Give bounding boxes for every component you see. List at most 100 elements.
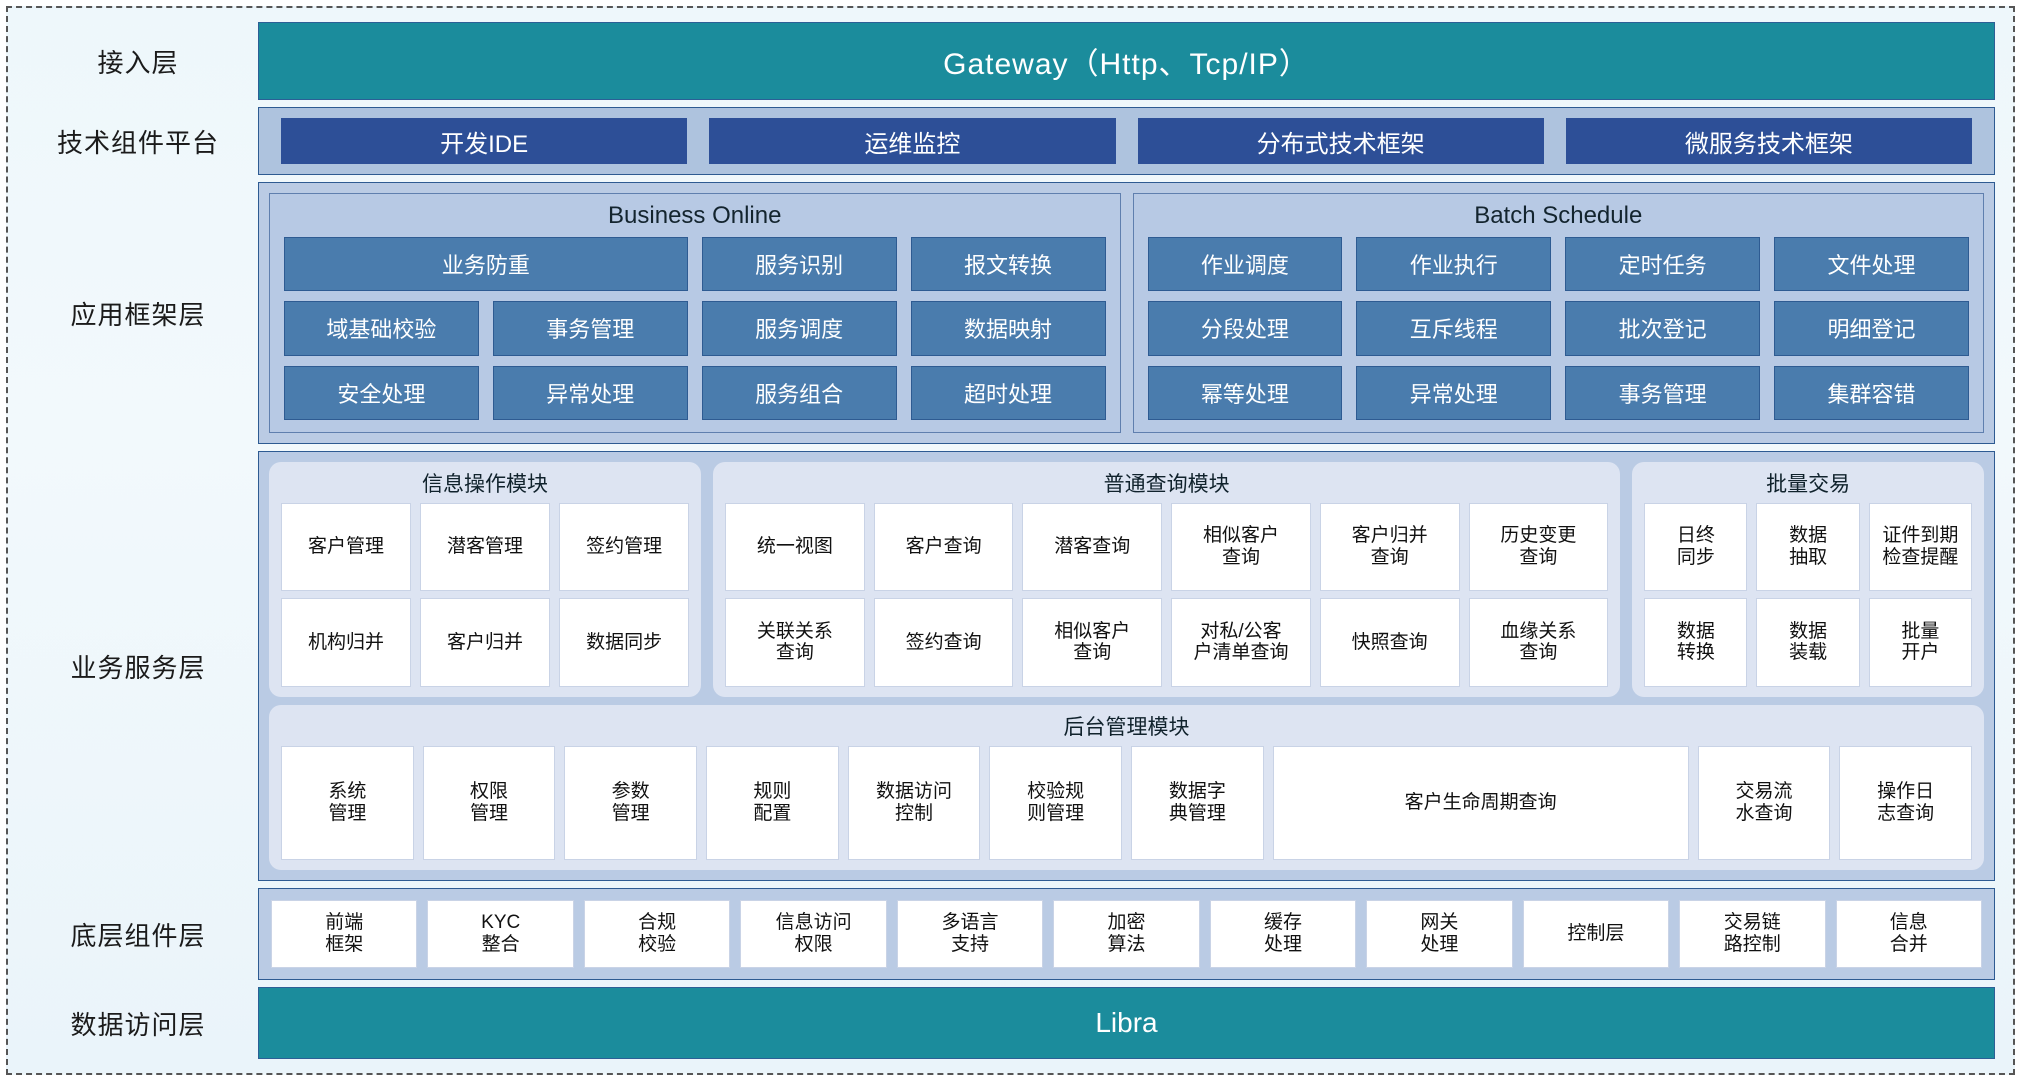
business-service-cell[interactable]: 历史变更查询: [1468, 503, 1609, 592]
app-framework-cell[interactable]: 服务调度: [701, 301, 897, 356]
app-framework-cell[interactable]: 安全处理: [284, 365, 479, 420]
app-framework-cell[interactable]: 文件处理: [1774, 237, 1969, 292]
business-service-cell[interactable]: 相似客户查询: [1171, 503, 1311, 592]
tech-platform-item-2[interactable]: 分布式技术框架: [1137, 118, 1544, 164]
backoffice-module-grid: 系统管理权限管理参数管理规则配置数据访问控制校验规则管理数据字典管理客户生命周期…: [281, 745, 1972, 860]
business-service-cell[interactable]: 对私/公客户清单查询: [1171, 598, 1311, 687]
app-framework-cell[interactable]: 服务识别: [701, 237, 897, 292]
tech-platform-bar: 开发IDE 运维监控分布式技术框架微服务技术框架: [258, 107, 1995, 175]
tech-platform-item-1[interactable]: 运维监控: [709, 118, 1116, 164]
backoffice-service-cell[interactable]: 校验规则管理: [989, 745, 1122, 860]
bottom-component-cell[interactable]: 交易链路控制: [1679, 900, 1826, 968]
app-framework-cell[interactable]: 域基础校验: [284, 301, 479, 356]
business-service-cell[interactable]: 关联关系查询: [725, 598, 865, 687]
backoffice-service-cell[interactable]: 操作日志查询: [1839, 745, 1972, 860]
business-service-cell[interactable]: 客户管理: [281, 503, 412, 592]
app-framework-cell[interactable]: 服务组合: [701, 365, 897, 420]
tech-platform-item-3[interactable]: 微服务技术框架: [1565, 118, 1972, 164]
app-framework-cell[interactable]: 幂等处理: [1147, 365, 1343, 420]
bottom-component-cell[interactable]: 前端框架: [271, 900, 418, 968]
backoffice-service-cell[interactable]: 数据访问控制: [847, 745, 981, 860]
app-framework-group-1: Batch Schedule 作业调度作业执行定时任务文件处理分段处理互斥线程批次…: [1132, 193, 1984, 433]
business-service-cell[interactable]: 血缘关系查询: [1468, 598, 1609, 687]
app-framework-cell[interactable]: 数据映射: [910, 301, 1106, 356]
business-service-cell[interactable]: 数据抽取: [1756, 503, 1860, 592]
app-framework-cell[interactable]: 事务管理: [492, 301, 688, 356]
business-service-cell[interactable]: 统一视图: [725, 503, 865, 592]
app-framework-grid: 作业调度作业执行定时任务文件处理分段处理互斥线程批次登记明细登记幂等处理异常处理…: [1147, 237, 1969, 420]
layer-label-access: 接入层: [97, 47, 179, 78]
app-framework-cell[interactable]: 超时处理: [910, 365, 1106, 420]
layer-row-tech-platform: 技术组件平台 开发IDE 运维监控分布式技术框架微服务技术框架: [18, 107, 1995, 175]
business-service-cell[interactable]: 潜客管理: [420, 503, 551, 592]
app-framework-group-title: Batch Schedule: [1474, 202, 1643, 229]
backoffice-service-cell[interactable]: 系统管理: [281, 745, 414, 860]
app-framework-cell[interactable]: 定时任务: [1565, 237, 1761, 292]
business-service-cell[interactable]: 签约管理: [559, 503, 690, 592]
app-framework-cell[interactable]: 作业执行: [1356, 237, 1552, 292]
app-framework-cell[interactable]: 分段处理: [1147, 301, 1343, 356]
app-framework-cell[interactable]: 业务防重: [284, 237, 688, 292]
layer-body-data-access: Libra: [258, 987, 1995, 1059]
backoffice-service-cell[interactable]: 权限管理: [422, 745, 556, 860]
layer-stack: 接入层 Gateway（Http、Tcp/IP） 技术组件平台 开发IDE 运维监…: [8, 8, 2013, 1073]
business-service-cell[interactable]: 客户归并查询: [1319, 503, 1460, 592]
app-framework-cell[interactable]: 事务管理: [1565, 365, 1761, 420]
app-framework-cell[interactable]: 异常处理: [1356, 365, 1552, 420]
business-service-panel: 信息操作模块客户管理潜客管理签约管理机构归并客户归并数据同步普通查询模块统一视图…: [258, 451, 1995, 881]
bottom-component-cell[interactable]: 多语言支持: [896, 900, 1044, 968]
layer-label-business-service: 业务服务层: [70, 652, 206, 683]
bottom-component-cell[interactable]: 加密算法: [1053, 900, 1200, 968]
backoffice-service-cell[interactable]: 交易流水查询: [1697, 745, 1831, 860]
app-framework-cell[interactable]: 异常处理: [492, 365, 688, 420]
business-service-cell[interactable]: 客户查询: [873, 503, 1014, 592]
backoffice-service-cell[interactable]: 数据字典管理: [1131, 745, 1264, 860]
business-service-cell[interactable]: 潜客查询: [1022, 503, 1163, 592]
backoffice-module-panel: 后台管理模块系统管理权限管理参数管理规则配置数据访问控制校验规则管理数据字典管理…: [269, 704, 1984, 870]
business-service-cell[interactable]: 签约查询: [873, 598, 1014, 687]
layer-label-data-access: 数据访问层: [70, 1009, 206, 1040]
gateway-bar[interactable]: Gateway（Http、Tcp/IP）: [258, 22, 1995, 100]
app-framework-cell[interactable]: 互斥线程: [1356, 301, 1552, 356]
libra-bar[interactable]: Libra: [258, 987, 1995, 1059]
app-framework-cell[interactable]: 集群容错: [1774, 365, 1969, 420]
backoffice-service-cell[interactable]: 参数管理: [564, 745, 697, 860]
business-service-cell[interactable]: 相似客户查询: [1022, 598, 1163, 687]
business-service-cell[interactable]: 数据同步: [559, 598, 690, 687]
bottom-component-cell[interactable]: 信息访问权限: [740, 900, 887, 968]
business-service-cell[interactable]: 机构归并: [281, 598, 412, 687]
bottom-component-cell[interactable]: 缓存处理: [1209, 900, 1357, 968]
business-service-cell[interactable]: 数据装载: [1756, 598, 1860, 687]
business-service-cell[interactable]: 数据转换: [1644, 598, 1748, 687]
app-framework-cell[interactable]: 作业调度: [1147, 237, 1343, 292]
business-service-cell[interactable]: 证件到期检查提醒: [1868, 503, 1972, 592]
bottom-component-cell[interactable]: 合规校验: [583, 900, 731, 968]
layer-row-access: 接入层 Gateway（Http、Tcp/IP）: [18, 22, 1995, 100]
app-framework-cell[interactable]: 报文转换: [910, 237, 1106, 292]
business-service-cell[interactable]: 批量开户: [1868, 598, 1972, 687]
app-framework-grid: 业务防重服务识别报文转换域基础校验事务管理服务调度数据映射安全处理异常处理服务组…: [284, 237, 1106, 420]
backoffice-service-cell[interactable]: 规则配置: [706, 745, 839, 860]
bottom-component-cell[interactable]: 网关处理: [1366, 900, 1513, 968]
business-service-cell[interactable]: 快照查询: [1319, 598, 1460, 687]
layer-body-access: Gateway（Http、Tcp/IP）: [258, 22, 1995, 100]
bottom-component-cell[interactable]: 控制层: [1522, 900, 1670, 968]
layer-row-data-access: 数据访问层 Libra: [18, 987, 1995, 1059]
business-service-row-backoffice: 后台管理模块系统管理权限管理参数管理规则配置数据访问控制校验规则管理数据字典管理…: [269, 704, 1984, 870]
business-service-cell[interactable]: 日终同步: [1644, 503, 1748, 592]
business-service-cell[interactable]: 客户归并: [420, 598, 551, 687]
tech-platform-item-0[interactable]: 开发IDE: [281, 118, 688, 164]
diagram-frame: 接入层 Gateway（Http、Tcp/IP） 技术组件平台 开发IDE 运维监…: [6, 6, 2015, 1075]
app-framework-cell[interactable]: 明细登记: [1774, 301, 1969, 356]
layer-label-tech-platform: 技术组件平台: [56, 127, 219, 158]
bottom-component-cell[interactable]: 信息合并: [1835, 900, 1982, 968]
backoffice-service-cell[interactable]: 客户生命周期查询: [1272, 745, 1689, 860]
app-framework-cell[interactable]: 批次登记: [1565, 301, 1761, 356]
